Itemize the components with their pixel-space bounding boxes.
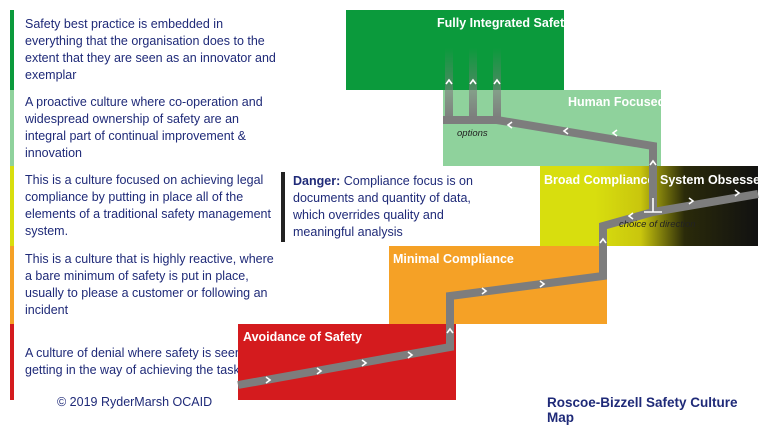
map-title: Roscoe-Bizzell Safety Culture Map (547, 395, 738, 425)
arrow-chevron (493, 78, 501, 85)
arrow-chevron (611, 129, 618, 137)
arrow-chevron (446, 327, 454, 334)
arrow-chevron (407, 351, 414, 359)
description-text: This is a culture focused on achieving l… (25, 173, 271, 238)
danger-body: Compliance focus is on documents and qua… (293, 174, 473, 239)
path-option-3 (493, 48, 501, 118)
description-fully-integrated: Safety best practice is embedded in ever… (10, 10, 280, 90)
arrow-chevron (361, 359, 368, 367)
path-system-branch (652, 190, 759, 216)
description-text: Safety best practice is embedded in ever… (25, 17, 276, 82)
level-label-human-focused: Human Focused (568, 95, 665, 109)
choice-marker-icon (644, 198, 662, 213)
danger-note: Danger: Compliance focus is on documents… (281, 172, 506, 242)
level-label-system-obsessed: System Obsessed (660, 173, 768, 187)
culture-map-diagram: Fully Integrated Safety Human Focused Br… (237, 10, 768, 400)
arrow-chevron (506, 121, 513, 129)
arrow-chevron (316, 367, 323, 375)
danger-text: Danger: Compliance focus is on documents… (293, 173, 506, 241)
description-minimal-compliance: This is a culture that is highly reactiv… (10, 246, 280, 324)
arrow-chevron (688, 197, 695, 205)
description-broad-compliance: This is a culture focused on achieving l… (10, 166, 280, 246)
description-text: A proactive culture where co-operation a… (25, 95, 263, 160)
arrow-chevron (562, 127, 569, 135)
copyright-notice: © 2019 RyderMarsh OCAID (57, 395, 213, 409)
level-block-fully-integrated (346, 10, 564, 90)
path-option-1 (445, 48, 453, 120)
level-label-minimal-compliance: Minimal Compliance (393, 252, 514, 266)
level-block-minimal-compliance (389, 246, 607, 324)
level-label-broad-compliance: Broad Compliance (544, 173, 654, 187)
arrow-chevron (599, 237, 607, 244)
description-avoidance: A culture of denial where safety is seen… (10, 324, 280, 400)
arrow-chevron (627, 212, 634, 220)
level-label-fully-integrated: Fully Integrated Safety (437, 16, 571, 30)
description-text: This is a culture that is highly reactiv… (25, 252, 274, 317)
arrow-chevron (445, 78, 453, 85)
arrow-chevron (481, 287, 488, 295)
danger-label: Danger: (293, 174, 341, 188)
description-text: A culture of denial where safety is seen… (25, 346, 259, 377)
arrow-chevron (734, 189, 741, 197)
arrow-chevron (265, 376, 272, 384)
options-label: options (457, 128, 488, 139)
arrow-chevron (539, 280, 546, 288)
arrow-chevron (649, 159, 657, 166)
path-option-2 (469, 48, 477, 118)
arrow-chevron (469, 78, 477, 85)
level-label-avoidance: Avoidance of Safety (243, 330, 362, 344)
choice-of-direction-label: choice of direction (619, 219, 696, 230)
description-human-focused: A proactive culture where co-operation a… (10, 90, 280, 166)
path-arrows (265, 78, 741, 384)
